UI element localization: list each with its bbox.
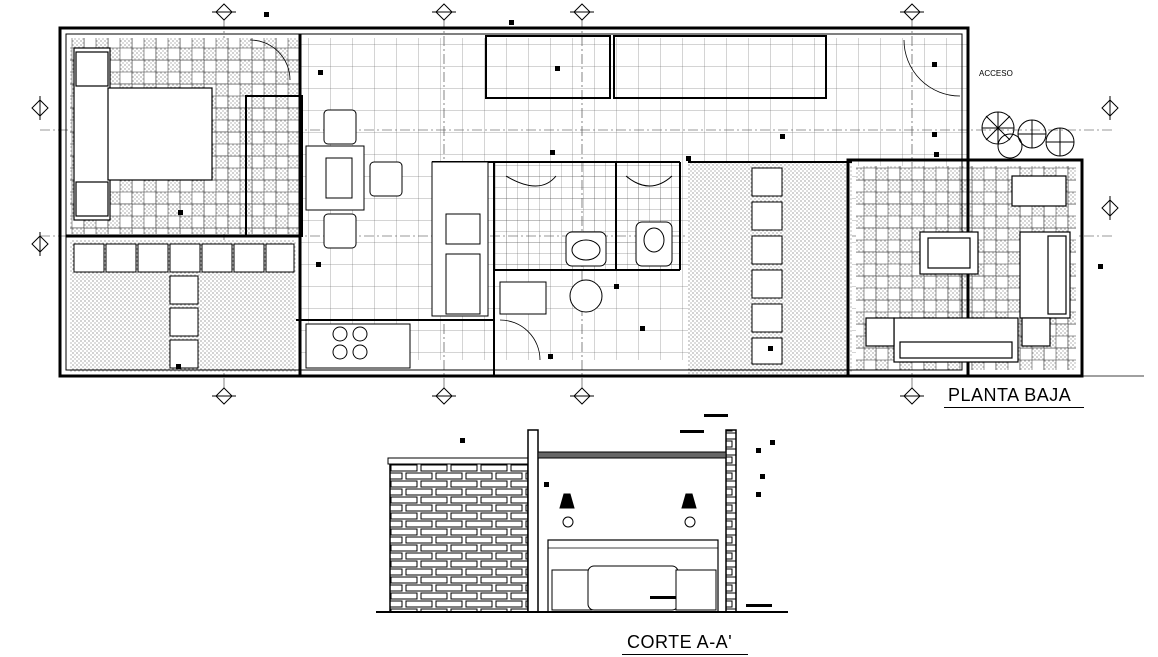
section-title-underline: [622, 654, 748, 655]
floor-plan: [31, 3, 1144, 405]
wall-lamps: [559, 493, 697, 528]
section-title: CORTE A-A': [627, 632, 733, 652]
axis-markers: [31, 3, 1119, 405]
annotation-markers: [176, 12, 1103, 369]
brick-wall: [389, 461, 529, 613]
door-swings: [249, 39, 961, 361]
plan-title: PLANTA BAJA: [948, 385, 1072, 405]
section-markers: [460, 414, 775, 607]
bathroom-fixtures: [505, 175, 673, 267]
access-label: ACCESO: [979, 69, 1013, 78]
stepping-stones: [73, 167, 783, 369]
sitting-room-furniture: [865, 175, 1071, 363]
plants: [981, 111, 1075, 159]
dining-table: [305, 109, 403, 249]
walls: [58, 26, 1084, 378]
bed: [73, 47, 213, 221]
plan-title-underline: [944, 407, 1084, 408]
section-view: [376, 414, 788, 613]
kitchen: [305, 161, 603, 369]
